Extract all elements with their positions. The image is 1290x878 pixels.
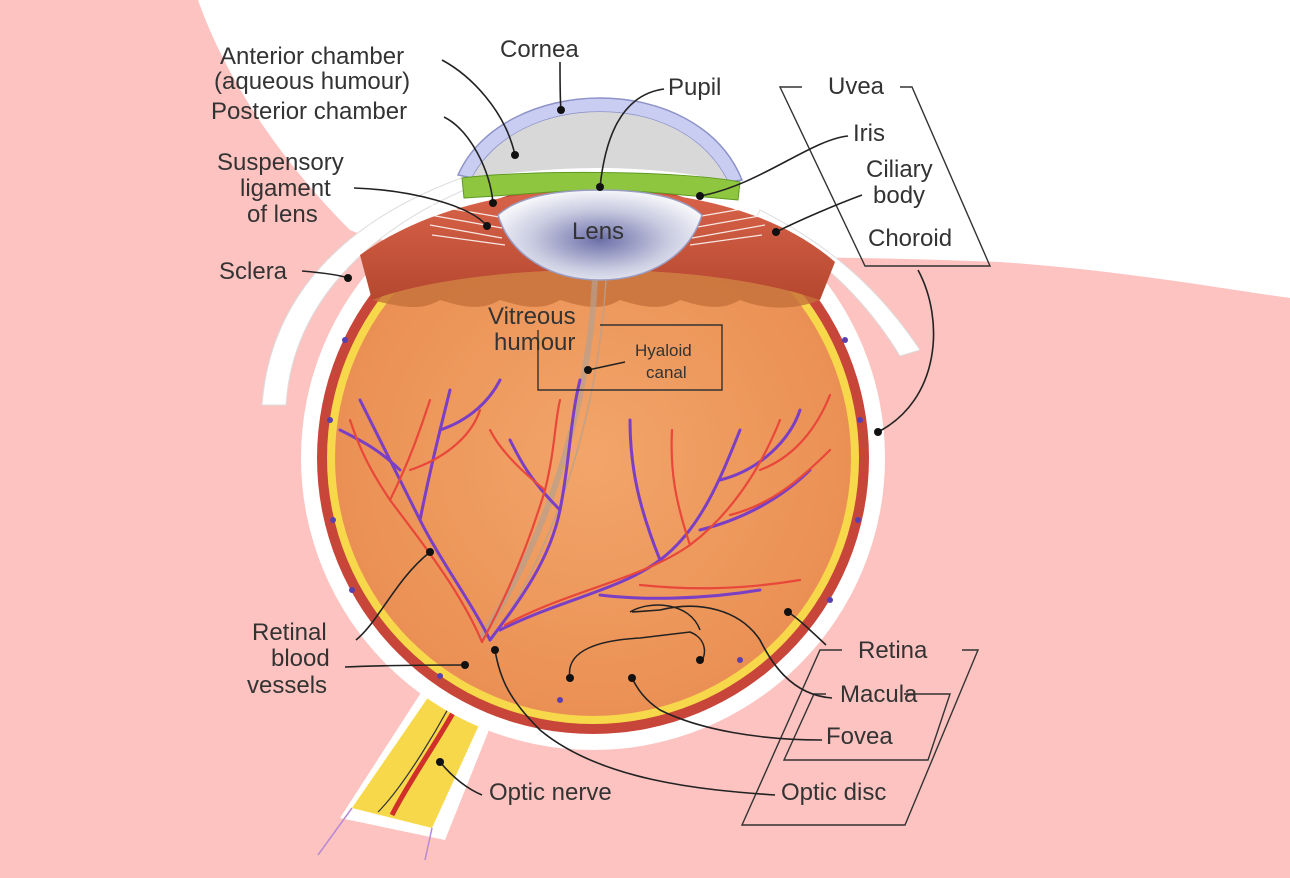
- label-blood: blood: [271, 645, 330, 672]
- leader-dots: [344, 106, 882, 766]
- brackets: [740, 86, 992, 826]
- label-aqueous-humour: (aqueous humour): [214, 68, 410, 95]
- label-cornea: Cornea: [500, 36, 579, 63]
- label-suspensory: Suspensory: [217, 149, 344, 176]
- leader-lines: [301, 59, 935, 796]
- label-of-lens: of lens: [247, 201, 318, 228]
- label-iris: Iris: [853, 120, 885, 147]
- label-lens: Lens: [572, 218, 624, 245]
- label-humour: humour: [494, 329, 575, 356]
- hyaloid-box: [537, 324, 723, 391]
- label-ligament: ligament: [240, 175, 331, 202]
- label-choroid: Choroid: [868, 225, 952, 252]
- label-optic-nerve: Optic nerve: [489, 779, 612, 806]
- lens: [497, 189, 703, 281]
- label-hyaloid: Hyaloid: [635, 341, 692, 360]
- label-pupil: Pupil: [668, 74, 721, 101]
- label-vessels: vessels: [247, 672, 327, 699]
- cornea: [456, 97, 744, 183]
- label-retinal: Retinal: [252, 619, 327, 646]
- label-fovea: Fovea: [826, 723, 893, 750]
- label-uvea: Uvea: [828, 73, 885, 100]
- label-retina: Retina: [858, 637, 928, 664]
- label-posterior-chamber: Posterior chamber: [211, 98, 407, 125]
- label-optic-disc: Optic disc: [781, 779, 886, 806]
- label-ciliary: Ciliary: [866, 156, 933, 183]
- label-body: body: [873, 182, 925, 209]
- hyaloid-canal: [477, 279, 598, 642]
- labels: Anterior chamber (aqueous humour) Poster…: [211, 36, 952, 806]
- label-vitreous: Vitreous: [488, 303, 576, 330]
- label-anterior-chamber: Anterior chamber: [220, 43, 404, 70]
- label-canal: canal: [646, 363, 687, 382]
- retinal-blood-vessels: [338, 378, 832, 644]
- label-sclera: Sclera: [219, 258, 288, 285]
